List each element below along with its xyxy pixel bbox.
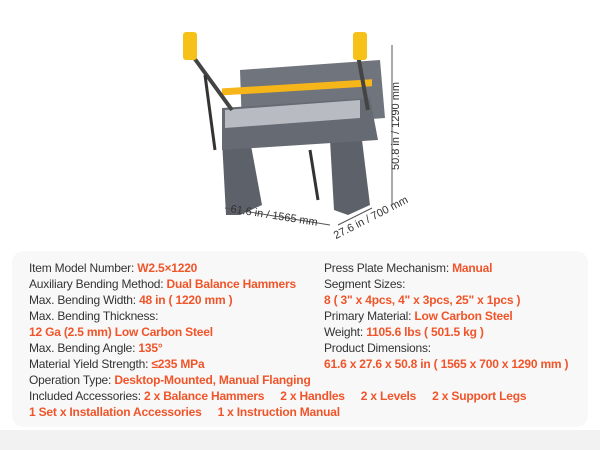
spec-row: 12 Ga (2.5 mm) Low Carbon Steel [29, 324, 526, 340]
spec-label: Primary Material: [324, 309, 415, 323]
spec-card: Item Model Number: W2.5×1220 Auxiliary B… [12, 251, 588, 427]
spec-row: Operation Type: Desktop-Mounted, Manual … [29, 372, 526, 388]
accessories-row: Included Accessories: 2 x Balance Hammer… [29, 388, 527, 404]
left-spec-column: Item Model Number: W2.5×1220 Auxiliary B… [29, 260, 527, 420]
spec-row: 8 ( 3" x 4pcs, 4" x 3pcs, 25" x 1pcs ) [324, 292, 568, 308]
spec-row: Segment Sizes: [324, 276, 568, 292]
spec-label: Item Model Number: [29, 261, 138, 275]
spec-label: Max. Bending Thickness: [29, 309, 159, 323]
spec-label: Auxiliary Bending Method: [29, 277, 167, 291]
spec-row: Weight: 1105.6 lbs ( 501.5 kg ) [324, 324, 568, 340]
accessory-item: 1 x Instruction Manual [217, 405, 340, 419]
accessory-item: 2 x Support Legs [432, 389, 527, 403]
spec-label: Operation Type: [29, 373, 115, 387]
spec-row: Auxiliary Bending Method: Dual Balance H… [29, 276, 526, 292]
spec-row: Material Yield Strength: ≤235 MPa [29, 356, 526, 372]
spec-value: 8 ( 3" x 4pcs, 4" x 3pcs, 25" x 1pcs ) [324, 293, 521, 307]
sheet-metal-brake-illustration [183, 32, 393, 226]
product-image: 61.6 in / 1565 mm 27.6 in / 700 mm 50.8 … [183, 32, 410, 242]
spec-value: Desktop-Mounted, Manual Flanging [114, 373, 311, 387]
spec-value: 12 Ga (2.5 mm) Low Carbon Steel [29, 325, 213, 339]
left-leg [222, 140, 262, 215]
spec-value: 135° [138, 341, 163, 355]
spec-value: 1105.6 lbs ( 501.5 kg ) [366, 325, 484, 339]
accessory-item: 2 x Levels [360, 389, 417, 403]
spec-value: 61.6 x 27.6 x 50.8 in ( 1565 x 700 x 129… [324, 357, 569, 371]
spec-row: Max. Bending Angle: 135° [29, 340, 526, 356]
spec-row: Item Model Number: W2.5×1220 [29, 260, 526, 276]
spec-value: 48 in ( 1220 mm ) [139, 293, 233, 307]
spec-value: W2.5×1220 [137, 261, 198, 275]
spec-value: Low Carbon Steel [414, 309, 513, 323]
right-spec-column: Press Plate Mechanism: Manual Segment Si… [324, 260, 569, 372]
spec-row: Max. Bending Thickness: [29, 308, 526, 324]
spec-value: Manual [452, 261, 493, 275]
height-dimension: 50.8 in / 1290 mm [390, 81, 403, 171]
spec-row: 61.6 x 27.6 x 50.8 in ( 1565 x 700 x 129… [324, 356, 569, 372]
spec-value: ≤235 MPa [151, 357, 205, 371]
right-leg [330, 140, 370, 215]
spec-label: Material Yield Strength: [29, 357, 152, 371]
spec-row: Product Dimensions: [324, 340, 568, 356]
right-balance-hammer [353, 32, 367, 60]
spec-label: Weight: [324, 325, 367, 339]
spec-label: Press Plate Mechanism: [324, 261, 453, 275]
spec-label: Product Dimensions: [324, 341, 431, 355]
left-balance-hammer [183, 32, 197, 60]
accessory-item: 2 x Handles [280, 389, 345, 403]
accessory-item: 1 Set x Installation Accessories [29, 405, 202, 419]
spec-label: Max. Bending Angle: [29, 341, 139, 355]
spec-value: Dual Balance Hammers [166, 277, 297, 291]
spec-row: Max. Bending Width: 48 in ( 1220 mm ) [29, 292, 526, 308]
accessory-item: 2 x Balance Hammers [144, 389, 265, 403]
spec-row: Press Plate Mechanism: Manual [324, 260, 568, 276]
spec-label: Max. Bending Width: [29, 293, 140, 307]
spec-label: Segment Sizes: [324, 277, 406, 291]
spec-label: Included Accessories: [29, 389, 144, 403]
spec-row: Primary Material: Low Carbon Steel [324, 308, 568, 324]
footer-band [0, 430, 600, 450]
accessories-row: 1 Set x Installation Accessories 1 x Inst… [29, 404, 526, 420]
yellow-strip [222, 79, 372, 96]
